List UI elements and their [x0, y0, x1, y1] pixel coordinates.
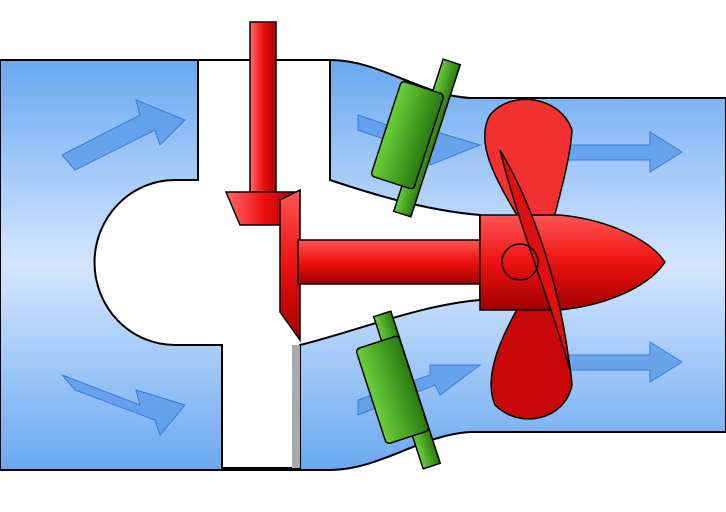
bevel-gear-side — [279, 188, 301, 343]
guide-vane-top — [370, 58, 462, 218]
propeller — [479, 98, 666, 420]
housing-shadow — [292, 345, 300, 468]
flow-arrow-icon — [61, 374, 186, 437]
horizontal-shaft — [297, 239, 489, 285]
vertical-shaft — [249, 21, 277, 195]
hub-cap — [501, 243, 539, 281]
propeller-blade-front — [499, 149, 571, 371]
guide-vane-bottom — [355, 310, 442, 470]
flow-arrow-icon — [61, 99, 186, 171]
flow-arrow-icon — [559, 131, 683, 173]
flow-arrow-icon — [559, 341, 683, 383]
